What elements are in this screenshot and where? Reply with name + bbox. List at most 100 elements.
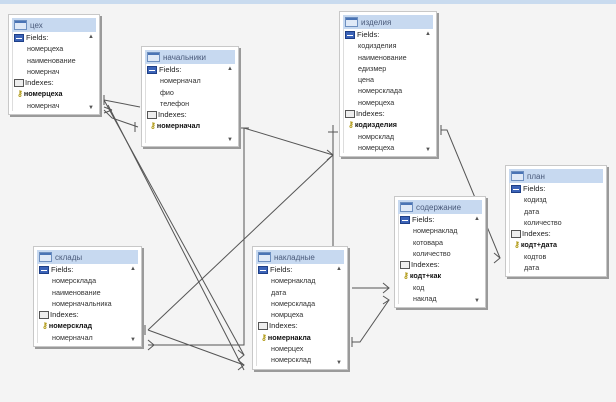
key-icon: ⚷: [403, 271, 409, 281]
table-plan[interactable]: план Fields: кодизд дата количество Inde…: [505, 165, 607, 278]
table-ceh[interactable]: цех Fields: номерцеха наименование номер…: [8, 14, 100, 116]
table-icon: [14, 20, 27, 30]
field-row[interactable]: дата: [271, 287, 287, 297]
table-nakladnye[interactable]: накладные Fields: номернаклад дата номер…: [252, 246, 348, 370]
index-row[interactable]: номрсклад: [358, 131, 395, 141]
index-row[interactable]: кодтов: [524, 251, 547, 261]
index-row[interactable]: номерсклад: [271, 355, 312, 365]
table-title[interactable]: начальники: [145, 50, 235, 64]
table-title[interactable]: накладные: [256, 250, 344, 264]
field-row[interactable]: количество: [524, 217, 562, 227]
primary-index-row[interactable]: ⚷номерначал: [146, 120, 235, 131]
index-row[interactable]: номерначал: [52, 332, 93, 342]
table-body: Fields: номернаклад котовара количество …: [398, 214, 482, 305]
field-row[interactable]: номерцеха: [27, 44, 64, 54]
primary-index-row[interactable]: ⚷номернакла: [257, 332, 344, 343]
primary-index-row[interactable]: ⚷кодт+как: [399, 270, 482, 281]
field-row[interactable]: номерсклада: [358, 86, 403, 96]
primary-index-row[interactable]: ⚷номерцеха: [13, 88, 96, 99]
scrollbar[interactable]: ▲▼: [225, 64, 235, 143]
field-row[interactable]: дата: [524, 206, 540, 216]
index-row[interactable]: номернач: [27, 100, 60, 110]
indexes-header: Indexes:: [399, 259, 482, 270]
scroll-down-icon[interactable]: ▼: [130, 337, 136, 344]
field-row[interactable]: номерсклада: [52, 276, 97, 286]
table-name: изделия: [361, 17, 392, 27]
relationship-sklady-izdeliya: [147, 154, 334, 331]
table-title[interactable]: склады: [37, 250, 138, 264]
scroll-up-icon[interactable]: ▲: [130, 266, 136, 272]
primary-index-row[interactable]: ⚷номерсклад: [38, 320, 138, 331]
index-row[interactable]: код: [413, 282, 425, 292]
index-row[interactable]: номерцех: [271, 344, 304, 354]
key-icon: ⚷: [514, 240, 520, 250]
field-row[interactable]: котовара: [413, 237, 444, 247]
table-nachalniki[interactable]: начальники Fields: номерначал фио телефо…: [141, 46, 239, 148]
fields-icon: [258, 265, 268, 274]
scroll-down-icon[interactable]: ▼: [88, 105, 94, 112]
field-row[interactable]: номерначальника: [52, 298, 112, 308]
field-row[interactable]: количество: [413, 248, 451, 258]
field-row[interactable]: номерсклада: [271, 298, 316, 308]
scroll-up-icon[interactable]: ▲: [474, 216, 480, 222]
field-row[interactable]: цена: [358, 75, 374, 85]
scroll-down-icon[interactable]: ▼: [474, 298, 480, 305]
field-row[interactable]: наименование: [358, 52, 407, 62]
table-title[interactable]: цех: [12, 18, 96, 32]
scroll-down-icon[interactable]: ▼: [425, 147, 431, 154]
scrollbar[interactable]: ▲▼: [472, 214, 482, 304]
fields-label: Fields:: [270, 265, 293, 274]
many-marker: [382, 295, 390, 305]
indexes-header: Indexes:: [38, 309, 138, 320]
indexes-header: Indexes:: [344, 108, 433, 119]
table-izdeliya[interactable]: изделия Fields: кодизделия наименование …: [339, 11, 437, 158]
scroll-up-icon[interactable]: ▲: [227, 66, 233, 72]
table-soderzhanie[interactable]: содержание Fields: номернаклад котовара …: [394, 196, 486, 309]
field-row[interactable]: телефон: [160, 98, 190, 108]
field-row[interactable]: номернаклад: [413, 226, 458, 236]
fields-header: Fields:: [399, 214, 482, 225]
field-row[interactable]: едизмер: [358, 63, 387, 73]
field-row[interactable]: номернаклад: [271, 276, 316, 286]
scroll-up-icon[interactable]: ▲: [425, 31, 431, 37]
field-row[interactable]: наименование: [52, 287, 101, 297]
table-body: Fields: кодизделия наименование едизмер …: [343, 29, 433, 154]
fields-icon: [511, 184, 521, 193]
key-icon: ⚷: [42, 321, 48, 331]
field-row[interactable]: кодизделия: [358, 41, 397, 51]
field-row[interactable]: номрцеха: [271, 310, 304, 320]
relationship-nachalniki-ceh: [103, 109, 139, 128]
field-row[interactable]: номерначал: [160, 76, 201, 86]
scroll-down-icon[interactable]: ▼: [336, 359, 342, 366]
fields-icon: [39, 265, 49, 274]
scrollbar[interactable]: ▲▼: [334, 264, 344, 366]
scroll-up-icon[interactable]: ▲: [88, 34, 94, 40]
many-marker: [147, 339, 155, 351]
field-row[interactable]: номерцеха: [358, 97, 395, 107]
field-row[interactable]: наименование: [27, 55, 76, 65]
table-sklady[interactable]: склады Fields: номерсклада наименование …: [33, 246, 142, 348]
primary-index-row[interactable]: ⚷кодт+дата: [510, 239, 603, 250]
index-row[interactable]: дата: [524, 263, 540, 273]
table-title[interactable]: план: [509, 169, 603, 183]
field-row[interactable]: кодизд: [524, 195, 547, 205]
indexes-icon: [345, 109, 355, 118]
table-icon: [147, 52, 160, 62]
scroll-up-icon[interactable]: ▲: [336, 266, 342, 272]
fields-icon: [147, 65, 157, 74]
indexes-label: Indexes:: [25, 78, 54, 88]
relationship-ceh-izdeliya: [107, 104, 245, 371]
scrollbar[interactable]: ▲▼: [128, 264, 138, 343]
index-row[interactable]: номерцеха: [358, 142, 395, 152]
table-title[interactable]: изделия: [343, 15, 433, 29]
table-name: содержание: [416, 202, 462, 212]
scrollbar[interactable]: ▲▼: [86, 32, 96, 111]
field-row[interactable]: фио: [160, 87, 174, 97]
index-row[interactable]: наклад: [413, 294, 437, 304]
fields-header: Fields:: [38, 264, 138, 275]
field-row[interactable]: номернач: [27, 66, 60, 76]
table-title[interactable]: содержание: [398, 200, 482, 214]
primary-index-row[interactable]: ⚷кодизделия: [344, 119, 433, 130]
scrollbar[interactable]: ▲▼: [423, 29, 433, 153]
scroll-down-icon[interactable]: ▼: [227, 137, 233, 144]
